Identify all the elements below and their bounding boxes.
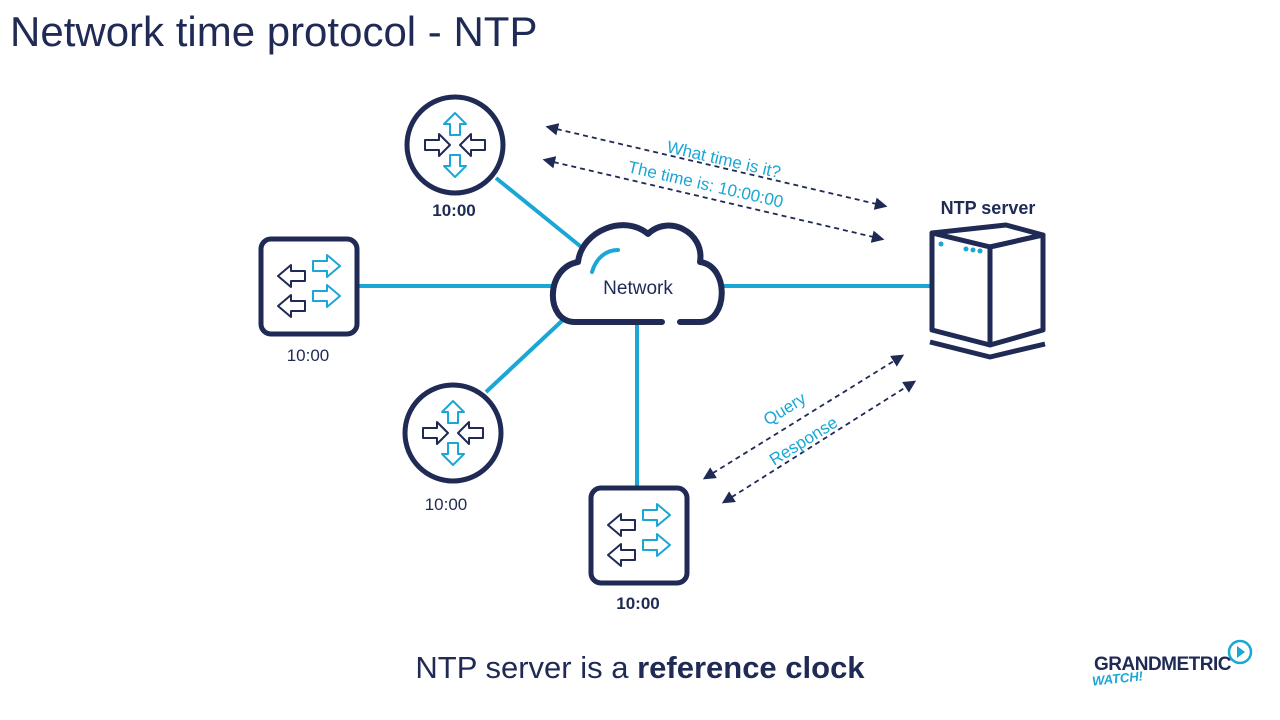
switch-left-time: 10:00 xyxy=(287,346,330,365)
switch-bottom[interactable] xyxy=(588,485,690,586)
switch-arrows-icon xyxy=(607,503,671,567)
query-response-arrows xyxy=(702,354,917,504)
link-router-top xyxy=(494,176,587,252)
play-icon xyxy=(1227,639,1253,665)
router-bottom[interactable] xyxy=(402,382,504,484)
router-arrows-icon xyxy=(424,112,486,178)
switch-arrows-icon xyxy=(277,254,341,318)
message-query: Query xyxy=(760,388,810,429)
ntp-server-label: NTP server xyxy=(941,198,1036,218)
ntp-server-icon[interactable] xyxy=(929,222,1046,360)
link-router-bottom xyxy=(484,316,567,394)
caption: NTP server is a reference clock xyxy=(0,650,1280,686)
logo-name: GRANDMETRIC xyxy=(1094,654,1232,675)
router-top-time: 10:00 xyxy=(432,201,475,220)
caption-emphasis: reference clock xyxy=(637,650,865,685)
page-title: Network time protocol - NTP xyxy=(10,8,538,55)
switch-bottom-time: 10:00 xyxy=(616,594,659,613)
router-top[interactable] xyxy=(404,94,506,196)
router-arrows-icon xyxy=(422,400,484,466)
caption-prefix: NTP server is a xyxy=(415,650,638,685)
grandmetric-logo: GRANDMETRIC WATCH! xyxy=(1091,636,1262,696)
time-request-arrows xyxy=(542,123,888,243)
router-bottom-time: 10:00 xyxy=(425,495,468,514)
network-cloud-icon xyxy=(549,222,725,325)
network-label: Network xyxy=(603,278,673,299)
switch-left[interactable] xyxy=(258,236,360,337)
